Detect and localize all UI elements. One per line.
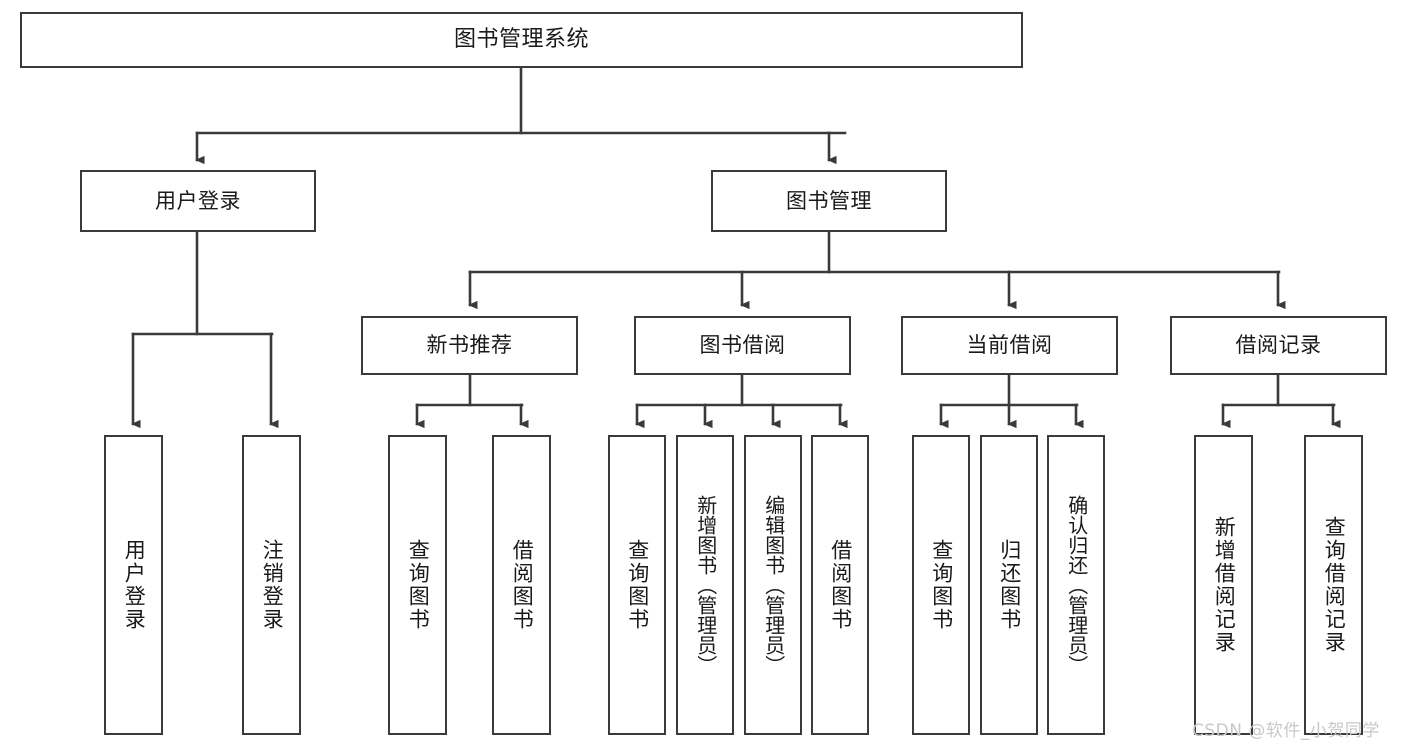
node-user-login[interactable]: 用户登录 bbox=[80, 170, 316, 232]
leaf-edit-book-label: 编辑图书（管理员） bbox=[761, 495, 786, 675]
leaf-query-book-1-label: 查询图书 bbox=[406, 539, 431, 631]
node-current-borrow-label: 当前借阅 bbox=[966, 333, 1053, 358]
leaf-query-book-2-label: 查询图书 bbox=[625, 539, 650, 631]
leaf-edit-book[interactable]: 编辑图书（管理员） bbox=[744, 435, 802, 735]
leaf-add-record-label: 新增借阅记录 bbox=[1212, 516, 1237, 654]
leaf-user-login[interactable]: 用户登录 bbox=[104, 435, 163, 735]
leaf-borrow-book-1[interactable]: 借阅图书 bbox=[492, 435, 551, 735]
node-book-manage-label: 图书管理 bbox=[786, 188, 872, 213]
leaf-confirm-return-label: 确认归还（管理员） bbox=[1064, 495, 1089, 675]
leaf-borrow-book-1-label: 借阅图书 bbox=[510, 539, 535, 631]
leaf-confirm-return[interactable]: 确认归还（管理员） bbox=[1047, 435, 1105, 735]
leaf-add-book[interactable]: 新增图书（管理员） bbox=[676, 435, 734, 735]
node-borrow-record-label: 借阅记录 bbox=[1235, 333, 1322, 358]
node-current-borrow[interactable]: 当前借阅 bbox=[901, 316, 1118, 375]
node-new-book-rec-label: 新书推荐 bbox=[426, 333, 513, 358]
node-root[interactable]: 图书管理系统 bbox=[20, 12, 1023, 68]
node-book-manage[interactable]: 图书管理 bbox=[711, 170, 947, 232]
leaf-query-record-label: 查询借阅记录 bbox=[1322, 516, 1347, 654]
leaf-add-record[interactable]: 新增借阅记录 bbox=[1194, 435, 1253, 735]
node-borrow-record[interactable]: 借阅记录 bbox=[1170, 316, 1387, 375]
leaf-add-book-label: 新增图书（管理员） bbox=[693, 495, 718, 675]
leaf-return-book-label: 归还图书 bbox=[997, 539, 1022, 631]
leaf-borrow-book-2[interactable]: 借阅图书 bbox=[811, 435, 869, 735]
node-book-borrow[interactable]: 图书借阅 bbox=[634, 316, 851, 375]
leaf-query-book-3[interactable]: 查询图书 bbox=[912, 435, 970, 735]
leaf-borrow-book-2-label: 借阅图书 bbox=[828, 539, 853, 631]
leaf-query-book-3-label: 查询图书 bbox=[929, 539, 954, 631]
leaf-query-book-1[interactable]: 查询图书 bbox=[388, 435, 447, 735]
node-book-borrow-label: 图书借阅 bbox=[699, 333, 786, 358]
node-root-label: 图书管理系统 bbox=[453, 27, 589, 53]
leaf-query-book-2[interactable]: 查询图书 bbox=[608, 435, 666, 735]
leaf-logout-label: 注销登录 bbox=[260, 539, 285, 631]
leaf-logout[interactable]: 注销登录 bbox=[242, 435, 301, 735]
leaf-query-record[interactable]: 查询借阅记录 bbox=[1304, 435, 1363, 735]
leaf-user-login-label: 用户登录 bbox=[122, 539, 147, 631]
leaf-return-book[interactable]: 归还图书 bbox=[980, 435, 1038, 735]
node-user-login-label: 用户登录 bbox=[155, 188, 241, 213]
node-new-book-rec[interactable]: 新书推荐 bbox=[361, 316, 578, 375]
